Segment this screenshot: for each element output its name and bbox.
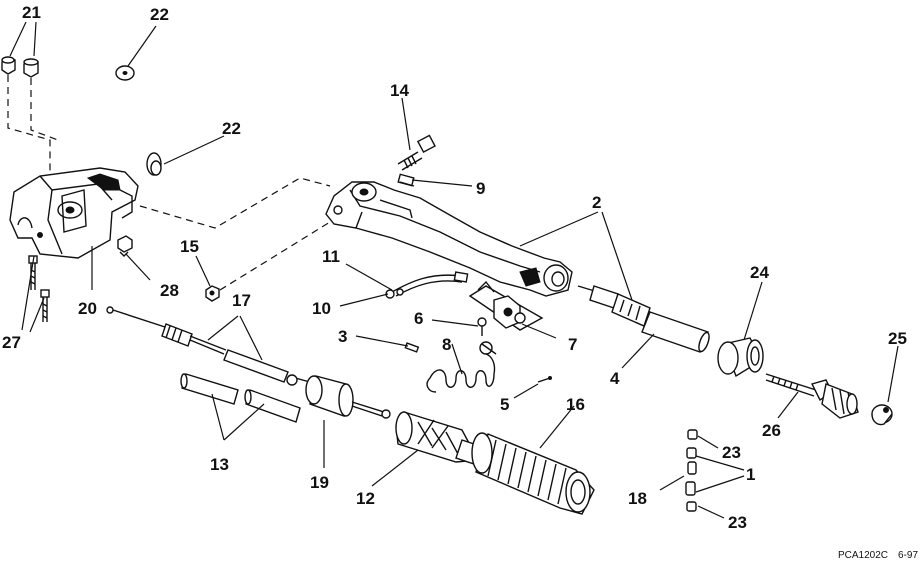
callout-17: 17: [232, 291, 251, 310]
callout-23-bottom: 23: [728, 513, 747, 532]
part-1-pin-upper: [686, 447, 697, 475]
callout-16: 16: [566, 395, 585, 414]
part-5-pin: [537, 376, 552, 383]
part-26-friction-screw: [765, 373, 859, 419]
callout-3: 3: [338, 327, 347, 346]
part-24-bushing: [717, 337, 764, 378]
figure-code-label: PCA1202C: [838, 550, 888, 561]
part-16-grip: [471, 432, 595, 515]
callout-25: 25: [888, 329, 907, 348]
callout-5: 5: [500, 395, 509, 414]
part-21-nuts: [1, 56, 59, 180]
part-18-pin: [685, 481, 696, 496]
part-4-throttle-shaft: [577, 285, 710, 353]
part-22-washer-top: [115, 65, 135, 81]
part-9-clip: [397, 173, 415, 187]
leader-lines: [9, 21, 899, 519]
part-23-bottom: [686, 501, 697, 512]
part-15-nut: [205, 221, 331, 302]
part-2-tiller-arm: [325, 181, 573, 297]
callout-12: 12: [356, 489, 375, 508]
callout-9: 9: [476, 179, 485, 198]
part-19-roller: [286, 374, 391, 419]
part-10-terminal: [385, 288, 404, 299]
callout-14: 14: [390, 81, 409, 100]
callout-13: 13: [210, 455, 229, 474]
callout-23-top: 23: [722, 443, 741, 462]
callout-26: 26: [762, 421, 781, 440]
callout-7: 7: [568, 335, 577, 354]
part-6-screw: [477, 317, 487, 336]
callout-4: 4: [610, 369, 620, 388]
dashed-guide-bracket: [139, 177, 331, 229]
callout-19: 19: [310, 473, 329, 492]
part-3-pin: [404, 342, 420, 353]
callout-8: 8: [442, 335, 451, 354]
callout-21: 21: [22, 3, 41, 22]
callout-6: 6: [414, 309, 423, 328]
part-22-washer-mid: [146, 152, 162, 176]
callout-24: 24: [750, 263, 769, 282]
callout-22-top: 22: [150, 5, 169, 24]
figure-code: PCA1202C 6-97: [838, 550, 918, 561]
part-20-bracket: [9, 167, 139, 259]
callout-2: 2: [592, 193, 601, 212]
callout-labels: 21 22 22 14 9 2 15 28 20 27 11 10 17 6 7…: [2, 3, 907, 532]
callout-27: 27: [2, 333, 21, 352]
part-7-switch-plate: [468, 280, 544, 331]
figure-date-label: 6-97: [898, 550, 918, 561]
callout-22-mid: 22: [222, 119, 241, 138]
callout-1: 1: [746, 465, 755, 484]
part-23-top: [687, 429, 698, 440]
part-28-fitting: [117, 235, 133, 257]
callout-28: 28: [160, 281, 179, 300]
part-17-cable: [106, 306, 311, 383]
part-8-spring: [426, 341, 497, 393]
callout-18: 18: [628, 489, 647, 508]
part-13-sleeves: [180, 373, 301, 423]
callout-15: 15: [180, 237, 199, 256]
callout-10: 10: [312, 299, 331, 318]
callout-20: 20: [78, 299, 97, 318]
part-25-cap: [871, 404, 893, 426]
callout-11: 11: [322, 247, 340, 266]
part-14-bolt: [397, 134, 436, 171]
